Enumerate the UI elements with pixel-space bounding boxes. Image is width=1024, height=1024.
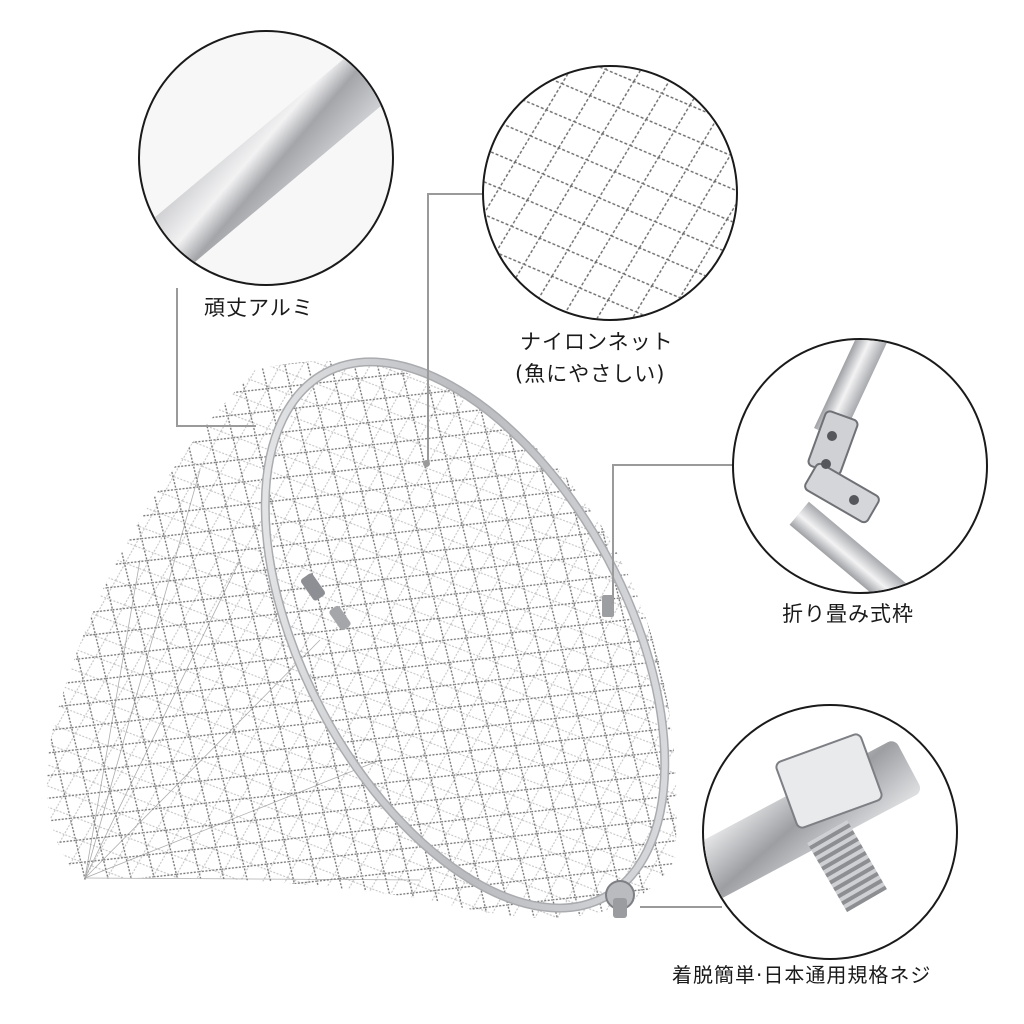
connector-line-aluminum-vertical <box>176 288 178 426</box>
label-nylon-net-line1: ナイロンネット <box>520 330 674 354</box>
label-folding-frame: 折り畳み式枠 <box>782 602 914 626</box>
connector-line-net-horizontal <box>427 193 482 195</box>
connector-line-frame-vertical <box>612 464 614 604</box>
connector-line-screw-horizontal <box>640 906 722 908</box>
folding-hinge-image <box>789 340 909 592</box>
label-nylon-net-line2: (魚にやさしい) <box>515 362 666 386</box>
screw-fitting-image <box>704 733 921 913</box>
label-screw: 着脱簡単·日本通用規格ネジ <box>672 963 932 987</box>
aluminum-pole-image <box>140 32 392 284</box>
callout-nylon-net-circle <box>482 65 738 321</box>
nylon-net-closeup-image <box>484 67 736 319</box>
connector-line-aluminum-horizontal <box>176 425 256 427</box>
connector-line-net-vertical <box>427 193 429 463</box>
connector-dot-net <box>423 460 430 467</box>
callout-aluminum-circle <box>138 30 394 286</box>
callout-folding-frame-circle <box>732 338 988 594</box>
callout-screw-circle <box>702 704 958 960</box>
label-aluminum: 頑丈アルミ <box>204 296 314 320</box>
connector-line-frame-horizontal <box>612 464 734 466</box>
